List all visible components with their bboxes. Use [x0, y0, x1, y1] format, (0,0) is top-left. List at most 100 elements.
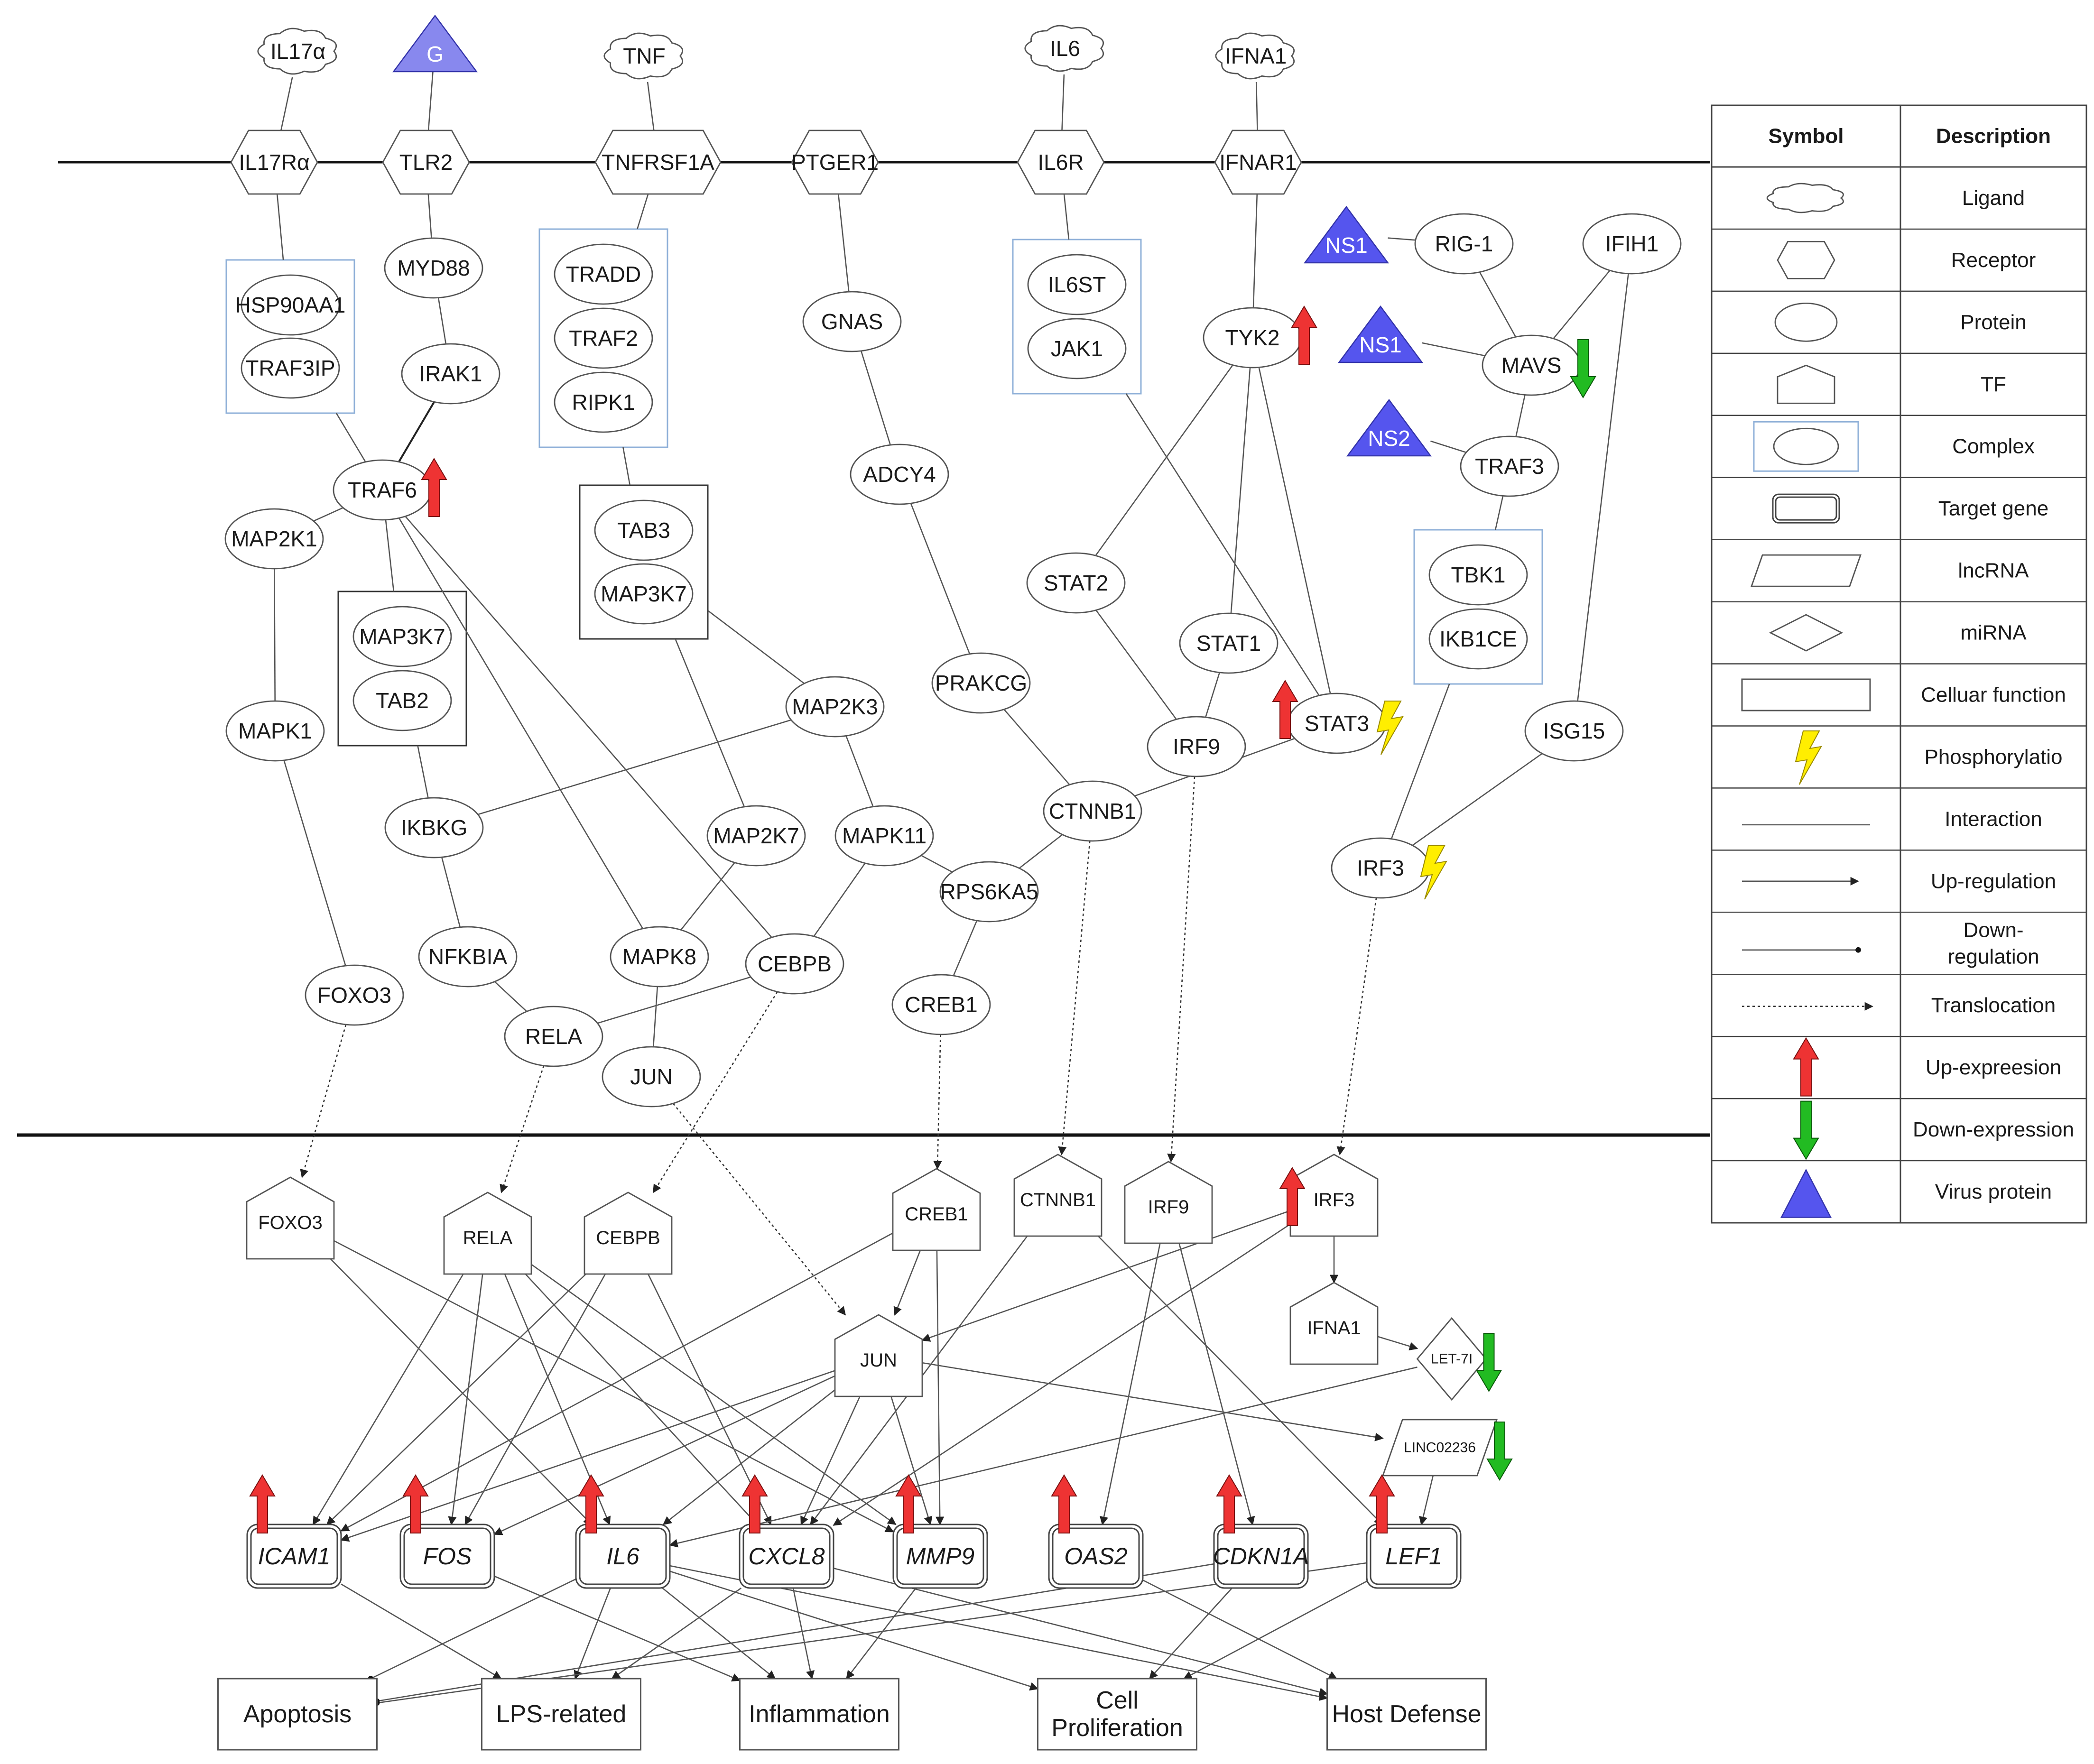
legend-complex-icon	[1753, 421, 1859, 472]
edge-cx4-map2k7	[675, 638, 745, 807]
edge-irf3n-junn	[921, 1210, 1291, 1342]
function-shape-lps	[481, 1678, 641, 1751]
edge-mapk8-junc	[652, 986, 658, 1047]
node-label: JUN	[630, 1064, 672, 1089]
node-traf2: TRAF2	[554, 307, 653, 369]
edge-ns1a-rig1	[1388, 237, 1416, 241]
node-label-hsp90aa1: HSP90AA1	[235, 293, 346, 317]
node-label-stat2: STAT2	[1044, 571, 1108, 595]
node-label: LPS-related	[496, 1700, 627, 1728]
ellipse-shape-mapk8	[610, 926, 709, 988]
hexagon-shape-ptger1	[791, 129, 879, 195]
node-inflammation: Inflammation	[739, 1678, 899, 1751]
node-ns1b: NS1	[1338, 305, 1423, 363]
edge-il17ra-cx0	[276, 194, 284, 260]
gene-shape-icam1	[246, 1524, 342, 1589]
ellipse-shape-prakcg	[931, 652, 1031, 714]
node-cxcl8: CXCL8	[739, 1524, 834, 1589]
node-label-il6l: IL6	[1050, 36, 1080, 61]
node-creb1c: CREB1	[891, 974, 991, 1035]
edge-creb1n-mmp9	[936, 1250, 945, 1525]
pentagon-shape-creb1n	[892, 1168, 981, 1251]
edge-relan-cxcl8	[525, 1274, 758, 1525]
up-expression-icon	[1272, 680, 1298, 739]
ellipse-shape-hsp90aa1	[241, 274, 340, 336]
node-label: PTGER1	[791, 150, 879, 175]
legend-label-text: Down-expression	[1913, 1118, 2074, 1141]
ellipse-shape-foxo3c	[305, 964, 404, 1026]
ellipse-shape-ifih1	[1582, 213, 1682, 275]
edge-junn-icam1	[340, 1370, 835, 1542]
edge-g-tlr2	[427, 71, 434, 131]
node-linc02236: LINC02236	[1382, 1419, 1498, 1477]
phosphorylation-icon	[1420, 845, 1447, 900]
node-label-cdkn1a: CDKN1A	[1213, 1543, 1309, 1570]
node-label-stat1: STAT1	[1196, 631, 1261, 656]
pentagon-shape-irf3n	[1289, 1154, 1379, 1237]
legend-label-text: Up-regulation	[1931, 869, 2056, 893]
node-adcy4: ADCY4	[850, 443, 949, 505]
legend-label-text: regulation	[1947, 945, 2039, 968]
complex-layer	[225, 228, 1543, 747]
node-label: RELA	[463, 1228, 513, 1248]
node-label-icam1: ICAM1	[258, 1543, 331, 1570]
hexagon-shape-il6r	[1017, 129, 1105, 195]
ellipse-shape-mapk11	[834, 805, 934, 867]
legend-label: miRNA	[1960, 621, 2027, 645]
ellipse-shape-map2k7	[706, 805, 806, 867]
legend-label-text: Ligand	[1962, 186, 2025, 210]
edge-cebpbn-icam1	[326, 1274, 587, 1525]
node-label: ICAM1	[258, 1543, 331, 1570]
node-label-il6r: IL6R	[1038, 150, 1084, 175]
edge-il17a-il17ra	[280, 77, 293, 131]
node-il17ra: IL17Rα	[230, 129, 318, 195]
edge-oas2-hostdefense	[1142, 1579, 1338, 1680]
node-tbk1: TBK1	[1428, 544, 1528, 606]
node-label-g: G	[426, 42, 444, 66]
node-tradd: TRADD	[554, 243, 653, 305]
up-expression-icon	[1291, 305, 1317, 365]
node-label-irak1: IRAK1	[419, 361, 482, 386]
legend-double-rect-icon	[1772, 493, 1840, 524]
ellipse-shape-myd88	[384, 237, 483, 299]
legend-label-text: Protein	[1960, 311, 2026, 334]
ellipse-shape-ripk1	[554, 371, 653, 433]
gene-shape-fos-inner	[403, 1527, 491, 1585]
node-label: Cell	[1096, 1687, 1139, 1714]
node-label: RIG-1	[1435, 231, 1493, 256]
edge-foxo3c-foxo3n	[300, 1024, 347, 1178]
gene-shape-oas2	[1048, 1524, 1144, 1589]
node-ifnar1: IFNAR1	[1214, 129, 1302, 195]
node-irf3n: IRF3	[1289, 1154, 1379, 1237]
edge-irf9n-oas2	[1100, 1243, 1161, 1525]
node-label-mavs: MAVS	[1501, 353, 1562, 378]
node-label-il17ra: IL17Rα	[239, 150, 309, 175]
node-label-irf9c: IRF9	[1173, 734, 1220, 759]
legend-bolt-icon	[1795, 730, 1822, 785]
node-label: IL17Rα	[239, 150, 309, 175]
ellipse-shape-map2k3	[785, 676, 885, 738]
edge-cx0-traf6	[335, 413, 366, 462]
edge-tnf-tnfrsf1a	[647, 82, 655, 131]
node-label-traf2: TRAF2	[569, 326, 638, 351]
complex-tab3-map3k7a	[579, 484, 709, 640]
legend-row-pentagon: TF	[1712, 352, 2086, 404]
legend-label: Celluar function	[1921, 683, 2066, 707]
node-lef1: LEF1	[1366, 1524, 1462, 1589]
gene-shape-mmp9-inner	[896, 1527, 984, 1585]
node-cebpbn: CEBPB	[584, 1191, 673, 1275]
node-label: TRAF3IP	[245, 356, 335, 380]
edge-map2k7-mapk8	[680, 862, 735, 931]
node-label: TRAF2	[569, 326, 638, 351]
ellipse-shape-junc	[602, 1046, 701, 1108]
node-label: IFNA1	[1307, 1318, 1361, 1339]
legend-label-text: Up-expreesion	[1926, 1056, 2061, 1079]
up-expression-icon	[421, 458, 447, 517]
node-ifih1: IFIH1	[1582, 213, 1682, 275]
gene-shape-il6g-inner	[579, 1527, 667, 1585]
complex-tbk1-ikb1ce	[1413, 529, 1543, 685]
up-expression-icon	[1279, 1167, 1306, 1226]
node-label-let7i: LET-7I	[1431, 1351, 1473, 1367]
node-label-linc02236: LINC02236	[1404, 1440, 1476, 1456]
legend-down-arrow-icon	[1793, 1100, 1819, 1160]
